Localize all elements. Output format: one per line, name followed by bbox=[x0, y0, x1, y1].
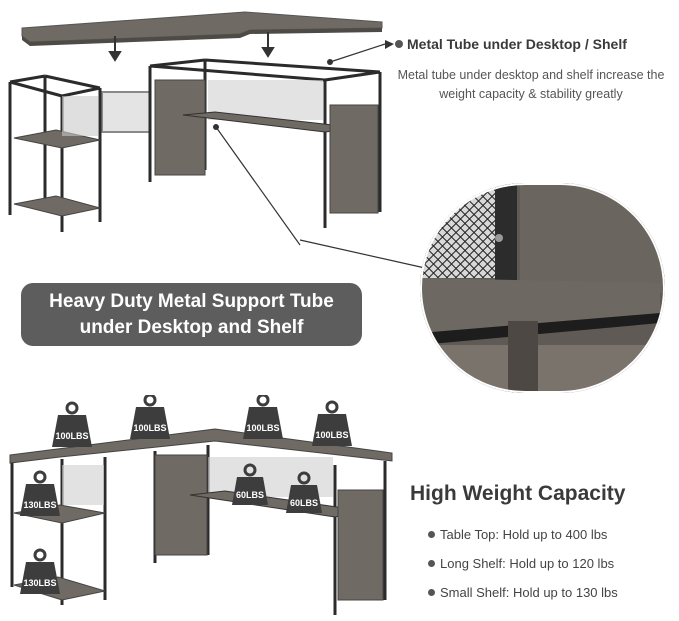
zoom-detail-circle bbox=[420, 183, 665, 393]
capacity-item-text: Small Shelf: Hold up to 130 lbs bbox=[440, 585, 618, 600]
feature-title-text: Metal Tube under Desktop / Shelf bbox=[407, 36, 627, 52]
list-item: Long Shelf: Hold up to 120 lbs bbox=[428, 554, 618, 583]
banner-line-1: Heavy Duty Metal Support Tube bbox=[49, 290, 334, 312]
pointer-line bbox=[299, 239, 433, 272]
exploded-desk-illustration bbox=[8, 11, 394, 246]
weight-icon: 100LBS bbox=[52, 401, 92, 447]
weight-icon: 130LBS bbox=[20, 470, 60, 516]
bullet-icon bbox=[428, 560, 435, 568]
weight-label: 60LBS bbox=[290, 498, 318, 508]
list-item: Small Shelf: Hold up to 130 lbs bbox=[428, 583, 618, 612]
bullet-icon bbox=[428, 531, 435, 539]
bullet-icon bbox=[395, 40, 403, 49]
support-tube-banner: Heavy Duty Metal Support Tube under Desk… bbox=[21, 283, 362, 346]
weight-icon: 60LBS bbox=[286, 471, 322, 513]
weight-icon: 100LBS bbox=[312, 400, 352, 446]
weight-label: 100LBS bbox=[133, 423, 166, 433]
down-arrow-icon bbox=[108, 36, 122, 62]
feature-title: Metal Tube under Desktop / Shelf bbox=[395, 36, 627, 52]
weight-label: 100LBS bbox=[246, 423, 279, 433]
capacity-item-text: Long Shelf: Hold up to 120 lbs bbox=[440, 556, 615, 571]
weight-label: 60LBS bbox=[236, 490, 264, 500]
weight-label: 130LBS bbox=[23, 578, 56, 588]
weight-label: 130LBS bbox=[23, 500, 56, 510]
capacity-title: High Weight Capacity bbox=[410, 482, 626, 505]
weight-icon: 60LBS bbox=[232, 463, 268, 505]
weight-label: 100LBS bbox=[55, 431, 88, 441]
weight-icon: 100LBS bbox=[130, 395, 170, 439]
feature-description: Metal tube under desktop and shelf incre… bbox=[397, 68, 665, 101]
weight-icons: 100LBS 100LBS 100LBS 100LBS 130LBS 130LB… bbox=[20, 395, 352, 594]
weight-icon: 130LBS bbox=[20, 548, 60, 594]
weight-icon: 100LBS bbox=[243, 395, 283, 439]
weight-label: 100LBS bbox=[315, 430, 348, 440]
capacity-list: Table Top: Hold up to 400 lbs Long Shelf… bbox=[428, 525, 618, 612]
bullet-icon bbox=[428, 589, 435, 597]
main-desk-frame bbox=[148, 58, 382, 228]
list-item: Table Top: Hold up to 400 lbs bbox=[428, 525, 618, 554]
down-arrow-icon bbox=[261, 32, 275, 58]
banner-line-2: under Desktop and Shelf bbox=[79, 316, 304, 338]
capacity-item-text: Table Top: Hold up to 400 lbs bbox=[440, 527, 608, 542]
